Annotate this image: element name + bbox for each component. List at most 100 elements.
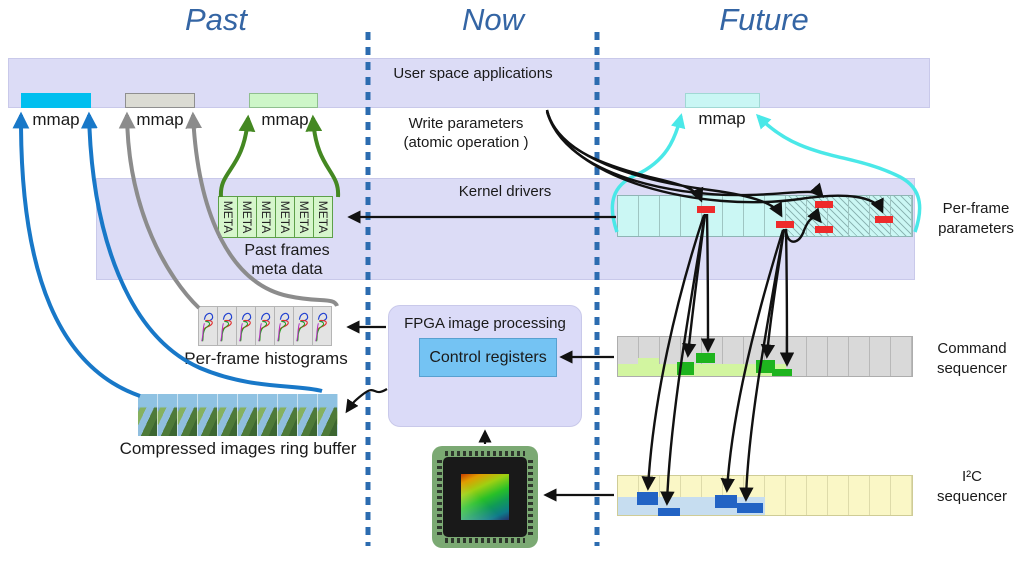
histogram-thumbnail <box>274 306 294 346</box>
parameter-cell <box>723 196 744 236</box>
per-frame-parameters-label: Per-frame parameters <box>938 200 1014 237</box>
histogram-curves-icon <box>220 312 233 342</box>
parameter-cell <box>786 196 807 236</box>
control-registers-box: Control registers <box>419 338 557 377</box>
mmap-label-green: mmap <box>261 110 309 129</box>
per-frame-histograms-caption: Per-frame histograms <box>184 349 348 368</box>
compressed-image-thumbnail <box>138 394 158 436</box>
histogram-curves-icon <box>258 312 271 342</box>
histogram-curves-icon <box>296 312 309 342</box>
command-entry-green <box>696 353 715 363</box>
chip-pins-right <box>528 459 533 535</box>
parameter-update-mark <box>815 201 833 208</box>
mmap-buffer-cyan <box>21 93 91 108</box>
parameter-cell <box>765 196 786 236</box>
mmap-label-gray: mmap <box>136 110 184 129</box>
meta-cell: META <box>294 196 314 238</box>
column-title-now: Now <box>461 2 525 37</box>
per-frame-histograms-strip <box>198 306 332 346</box>
histogram-curves-icon <box>315 312 328 342</box>
histogram-curves-icon <box>239 312 252 342</box>
column-title-future: Future <box>719 2 809 37</box>
i2c-entry-blue <box>715 495 737 508</box>
histogram-thumbnail <box>312 306 332 346</box>
parameter-cell <box>660 196 681 236</box>
compressed-image-thumbnail <box>198 394 218 436</box>
parameter-cell <box>702 196 723 236</box>
parameter-cell <box>849 196 870 236</box>
image-sensor-chip <box>432 446 538 548</box>
i2c-entry-blue <box>637 492 658 505</box>
chip-pins-bottom <box>445 538 525 543</box>
compressed-image-thumbnail <box>278 394 298 436</box>
parameter-update-mark <box>776 221 794 228</box>
histogram-thumbnail <box>217 306 237 346</box>
i2c-cell <box>870 476 891 515</box>
i2c-cell <box>765 476 786 515</box>
compressed-image-thumbnail <box>218 394 238 436</box>
histogram-thumbnail <box>293 306 313 346</box>
mmap-buffer-gray <box>125 93 195 108</box>
histogram-thumbnail <box>198 306 218 346</box>
meta-cell: META <box>275 196 295 238</box>
compressed-image-thumbnail <box>178 394 198 436</box>
parameter-update-mark <box>875 216 893 223</box>
i2c-cell <box>807 476 828 515</box>
command-cell <box>828 337 849 376</box>
kernel-drivers-label: Kernel drivers <box>458 183 552 200</box>
parameter-cell <box>744 196 765 236</box>
user-space-label: User space applications <box>393 65 553 82</box>
fpga-box: FPGA image processing Control registers <box>388 305 582 427</box>
parameter-cell <box>639 196 660 236</box>
command-entry-green <box>772 369 792 376</box>
mmap-label-future: mmap <box>698 109 746 128</box>
compressed-image-thumbnail <box>318 394 338 436</box>
meta-cell: META <box>313 196 333 238</box>
i2c-cell <box>786 476 807 515</box>
mmap-label-cyan: mmap <box>32 110 80 129</box>
command-sequencer-label: Command sequencer <box>936 340 1008 377</box>
fpga-title: FPGA image processing <box>404 315 566 332</box>
parameter-cell <box>681 196 702 236</box>
i2c-cell <box>849 476 870 515</box>
compressed-image-thumbnail <box>298 394 318 436</box>
parameter-cell <box>891 196 912 236</box>
compressed-image-thumbnail <box>238 394 258 436</box>
parameter-update-mark <box>815 226 833 233</box>
meta-cell: META <box>218 196 238 238</box>
histogram-thumbnail <box>255 306 275 346</box>
write-parameters-line1: Write parameters <box>408 115 524 132</box>
chip-sensor-area <box>461 474 509 520</box>
ring-buffer-caption: Compressed images ring buffer <box>119 439 357 458</box>
command-cell <box>870 337 891 376</box>
i2c-cell <box>891 476 912 515</box>
chip-pins-left <box>437 459 442 535</box>
i2c-entry-blue <box>658 508 680 516</box>
past-frames-caption: Past frames meta data <box>244 242 330 278</box>
parameter-update-mark <box>697 206 715 213</box>
chip-pins-top <box>445 451 525 456</box>
i2c-cell <box>828 476 849 515</box>
histogram-curves-icon <box>201 312 214 342</box>
histogram-curves-icon <box>277 312 290 342</box>
per-frame-parameters-row <box>617 195 913 237</box>
column-title-past: Past <box>184 2 248 37</box>
command-entry-green <box>677 362 694 375</box>
i2c-entry-blue <box>737 503 763 513</box>
mmap-buffer-future <box>685 93 760 108</box>
i2c-sequencer-label: I²C sequencer <box>936 468 1008 505</box>
chip-body <box>443 457 527 537</box>
mmap-buffer-green <box>249 93 318 108</box>
write-parameters-annotation: Write parameters (atomic operation ) <box>403 114 528 152</box>
write-parameters-line2: (atomic operation ) <box>403 134 529 151</box>
compressed-image-thumbnail <box>258 394 278 436</box>
histogram-thumbnail <box>236 306 256 346</box>
command-cell <box>849 337 870 376</box>
meta-cell: META <box>256 196 276 238</box>
command-queue-step <box>638 358 659 364</box>
ring-buffer-strip <box>138 394 338 436</box>
command-cell <box>891 337 912 376</box>
compressed-image-thumbnail <box>158 394 178 436</box>
